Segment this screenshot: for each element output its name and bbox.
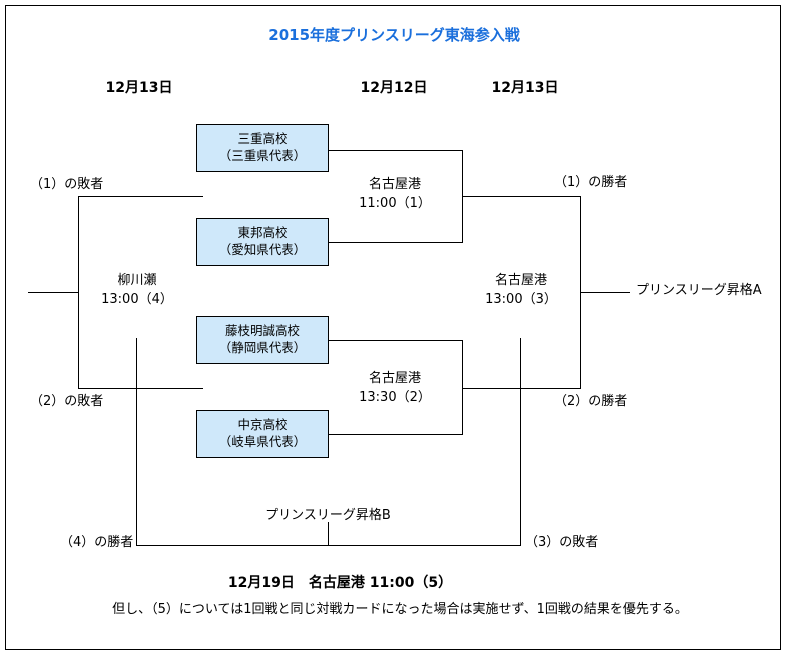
bracket-line [328, 522, 329, 546]
label-winner-of-4: （4）の勝者 [60, 535, 134, 550]
match-venue: 柳川瀬 [117, 273, 157, 288]
footer-note: 但し、（5）については1回戦と同じ対戦カードになった場合は実施せず、1回戦の結果… [112, 602, 688, 617]
match-number: （3） [522, 291, 557, 307]
match-1: 名古屋港 11:00（1） [359, 176, 431, 214]
team-name: 東邦高校 [237, 225, 288, 241]
date-header-right: 12月13日 [491, 80, 559, 96]
team-box-fujieda-meisei[interactable]: 藤枝明誠高校 （静岡県代表） [196, 316, 329, 364]
match-2: 名古屋港 13:30（2） [359, 370, 431, 408]
team-region: （愛知県代表） [218, 242, 307, 257]
page-title: 2015年度プリンスリーグ東海参入戦 [268, 26, 520, 44]
label-loser-of-1: （1）の敗者 [30, 177, 104, 192]
label-promotion-b: プリンスリーグ昇格B [265, 508, 391, 523]
bracket-line [329, 242, 463, 243]
team-region: （静岡県代表） [218, 340, 307, 355]
bracket-line [136, 338, 137, 546]
team-box-chukyo[interactable]: 中京高校 （岐阜県代表） [196, 410, 329, 458]
bracket-line [462, 340, 463, 435]
team-region: （岐阜県代表） [218, 434, 307, 449]
bracket-line [520, 338, 521, 546]
match-time: 13:30 [359, 389, 397, 405]
match-venue: 名古屋港 [368, 177, 421, 192]
date-header-center: 12月12日 [360, 80, 428, 96]
bracket-line [462, 196, 581, 197]
match-time: 11:00 [359, 195, 397, 211]
team-region: （三重県代表） [218, 148, 307, 163]
bracket-line [462, 388, 581, 389]
team-name: 藤枝明誠高校 [224, 323, 300, 339]
label-winner-of-2: （2）の勝者 [554, 394, 628, 409]
match-time: 13:00 [485, 291, 523, 307]
team-box-toho[interactable]: 東邦高校 （愛知県代表） [196, 218, 329, 266]
team-name: 三重高校 [237, 131, 288, 147]
footer-final-match: 12月19日 名古屋港 11:00（5） [227, 575, 453, 591]
bracket-line [28, 292, 79, 293]
match-venue: 名古屋港 [368, 371, 421, 386]
match-number: （2） [396, 389, 431, 405]
label-loser-of-3: （3）の敗者 [525, 535, 599, 550]
bracket-line [329, 150, 463, 151]
diagram-frame [5, 5, 781, 650]
team-name: 中京高校 [237, 417, 288, 433]
match-time: 13:00 [101, 291, 139, 307]
label-loser-of-2: （2）の敗者 [30, 394, 104, 409]
bracket-line [78, 196, 203, 197]
date-header-left: 12月13日 [105, 80, 173, 96]
bracket-line [78, 388, 203, 389]
match-number: （1） [396, 195, 431, 211]
bracket-line [329, 340, 463, 341]
match-venue: 名古屋港 [494, 273, 547, 288]
match-number: （4） [138, 291, 173, 307]
label-winner-of-1: （1）の勝者 [554, 175, 628, 190]
match-4: 柳川瀬 13:00（4） [101, 272, 173, 310]
bracket-line [329, 434, 463, 435]
match-3: 名古屋港 13:00（3） [485, 272, 557, 310]
team-box-mie[interactable]: 三重高校 （三重県代表） [196, 124, 329, 172]
label-promotion-a: プリンスリーグ昇格A [636, 283, 762, 298]
bracket-line [600, 292, 630, 293]
